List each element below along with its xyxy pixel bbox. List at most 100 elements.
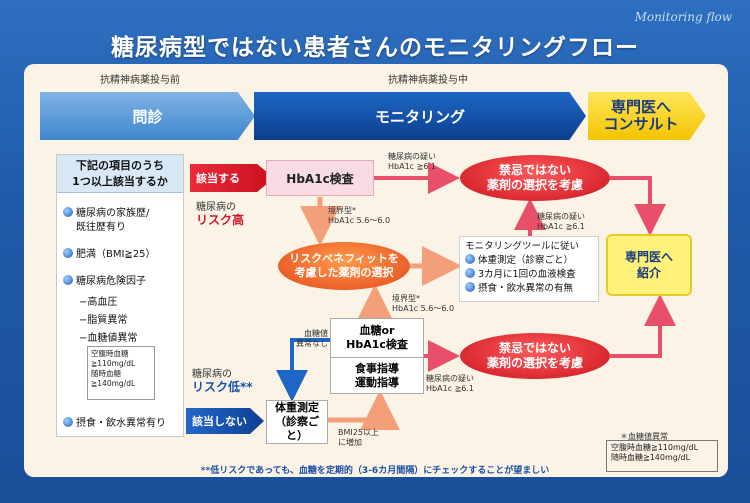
risk-benefit-l1: リスクベネフィットを xyxy=(289,252,399,265)
criteria-risk1: −高血圧 xyxy=(79,297,118,308)
criteria-family-l1: 糖尿病の家族歴/ xyxy=(76,208,150,219)
hba1c-test-box: HbA1c検査 xyxy=(266,160,374,196)
phase-consult: 専門医へコンサルト xyxy=(588,92,706,140)
specialist-l1: 専門医へ xyxy=(624,250,673,264)
criteria-header-l2: 1つ以上該当するか xyxy=(72,175,168,188)
diab-suspect-top-l2: HbA1c ≧6.1 xyxy=(388,162,437,171)
borderline-bottom: 境界型* HbA1c 5.6〜6.0 xyxy=(392,294,454,314)
header-during: 抗精神病薬投与中 xyxy=(388,75,468,86)
criteria-bmi: 肥満（BMI≧25） xyxy=(63,248,156,262)
criteria-risk3: −血糖値異常 xyxy=(79,333,138,344)
blood-l2: HbA1c検査 xyxy=(346,338,408,351)
bullet-icon xyxy=(465,282,475,292)
criteria-eating: 摂食・飲水異常有り xyxy=(63,417,166,431)
risk-benefit-l2: 考慮した薬剤の選択 xyxy=(294,266,394,279)
legend-head: ＊血糖値異常 xyxy=(620,432,668,441)
fasting-l2: ≧110mg/dL xyxy=(91,359,136,368)
contra-bottom-l2: 薬剤の選択を考慮 xyxy=(486,356,583,370)
glucose-threshold-box: 空腹時血糖 ≧110mg/dL 随時血糖 ≧140mg/dL xyxy=(87,346,155,400)
bmi-increase-label: BMI25以上 に増加 xyxy=(338,428,379,448)
arrow-contra2-to-specialist xyxy=(610,294,676,358)
bullet-icon xyxy=(465,254,475,264)
legend-l1: 空腹時血糖≧110mg/dL xyxy=(611,443,699,452)
monitor-item-1: 体重測定（診察ごと） xyxy=(465,254,593,268)
diab-suspect-mid: 糖尿病の疑い HbA1c ≧6.1 xyxy=(537,212,585,232)
footnote: **低リスクであっても、血糖を定期的（3-6カ月間隔）にチェックすることが望まし… xyxy=(200,466,550,476)
monitor-head: モニタリングツールに従い xyxy=(465,241,580,252)
criteria-header: 下記の項目のうち 1つ以上該当するか xyxy=(57,155,183,193)
arrow-blood-to-weight xyxy=(276,338,330,402)
phase-interview: 問診 xyxy=(40,92,255,140)
monitor-item-1-text: 体重測定（診察ごと） xyxy=(478,255,574,266)
diab-suspect-bottom-l2: HbA1c ≧6.1 xyxy=(426,384,475,393)
diab-suspect-bottom: 糖尿病の疑い HbA1c ≧6.1 xyxy=(426,374,474,394)
specialist-referral-box: 専門医へ紹介 xyxy=(606,234,692,296)
monitor-item-3-text: 摂食・飲水異常の有無 xyxy=(478,283,574,294)
contra-bottom-l1: 禁忌ではない xyxy=(498,341,571,355)
contra-top-l2: 薬剤の選択を考慮 xyxy=(486,178,583,192)
diet-exercise-box: 食事指導運動指導 xyxy=(330,358,424,394)
glucose-ok-l1: 血糖値 xyxy=(304,329,328,338)
blood-l1: 血糖or xyxy=(359,324,395,337)
criteria-eating-text: 摂食・飲水異常有り xyxy=(76,418,166,429)
criteria-bmi-text: 肥満（BMI≧25） xyxy=(76,249,156,260)
legend-l2: 随時血糖≧140mg/dL xyxy=(611,453,691,462)
criteria-family-l2: 既往歴有り xyxy=(76,222,126,233)
subtitle: Monitoring flow xyxy=(634,10,732,24)
borderline-bottom-l2: HbA1c 5.6〜6.0 xyxy=(392,304,455,313)
bmi-increase-l1: BMI25以上 xyxy=(338,428,379,437)
diab-suspect-top-l1: 糖尿病の疑い xyxy=(388,152,436,161)
criteria-risk2: −脂質異常 xyxy=(79,315,128,326)
contra-top-l1: 禁忌ではない xyxy=(498,163,571,177)
criteria-risk-head-text: 糖尿病危険因子 xyxy=(76,276,146,287)
diab-suspect-top: 糖尿病の疑い HbA1c ≧6.1 xyxy=(388,152,436,172)
bullet-icon xyxy=(465,268,475,278)
glucose-ok-l2: 異常なし xyxy=(296,339,328,348)
weight-measure-box: 体重測定（診察ごと） xyxy=(266,400,328,444)
glucose-ok-label: 血糖値 異常なし xyxy=(296,329,328,349)
diet-l1: 食事指導 xyxy=(355,361,399,375)
diab-suspect-mid-l1: 糖尿病の疑い xyxy=(537,212,585,221)
borderline-top-l2: HbA1c 5.6〜6.0 xyxy=(328,216,391,225)
bullet-icon xyxy=(63,417,73,427)
monitor-item-2: 3カ月に1回の血液検査 xyxy=(465,268,593,282)
low-risk-prefix: 糖尿病の xyxy=(192,369,232,380)
bullet-icon xyxy=(63,275,73,285)
contra-node-top: 禁忌ではない薬剤の選択を考慮 xyxy=(460,155,610,201)
arrow-contra-to-specialist xyxy=(610,176,666,236)
monitor-item-2-text: 3カ月に1回の血液検査 xyxy=(478,269,576,280)
monitor-item-3: 摂食・飲水異常の有無 xyxy=(465,282,593,296)
arrow-weight-to-diet xyxy=(328,390,400,430)
fasting-l1: 空腹時血糖 xyxy=(91,349,129,358)
bullet-icon xyxy=(63,207,73,217)
random-l1: 随時血糖 xyxy=(91,369,121,378)
bullet-icon xyxy=(63,248,73,258)
phase-monitoring: モニタリング xyxy=(254,92,586,140)
low-risk-label: リスク低** xyxy=(192,380,253,394)
borderline-bottom-l1: 境界型* xyxy=(392,294,420,303)
criteria-header-l1: 下記の項目のうち xyxy=(76,159,164,172)
legend-box: 空腹時血糖≧110mg/dL 随時血糖≧140mg/dL xyxy=(606,440,718,472)
applicable-badge: 該当する xyxy=(190,164,274,192)
borderline-top-l1: 境界型* xyxy=(328,206,356,215)
header-before: 抗精神病薬投与前 xyxy=(100,75,180,86)
high-risk-label: リスク高 xyxy=(196,213,245,227)
diab-suspect-bottom-l1: 糖尿病の疑い xyxy=(426,374,474,383)
page-title: 糖尿病型ではない患者さんのモニタリングフロー xyxy=(111,35,639,61)
borderline-top: 境界型* HbA1c 5.6〜6.0 xyxy=(328,206,390,226)
random-l2: ≧140mg/dL xyxy=(91,379,136,388)
weight-l1: 体重測定 xyxy=(275,401,319,414)
specialist-l2: 紹介 xyxy=(636,266,661,280)
contra-node-bottom: 禁忌ではない薬剤の選択を考慮 xyxy=(460,333,610,379)
diet-l2: 運動指導 xyxy=(355,375,399,389)
not-applicable-badge: 該当しない xyxy=(186,408,264,434)
phase-consult-l1: 専門医へ xyxy=(610,98,671,116)
criteria-card: 下記の項目のうち 1つ以上該当するか 糖尿病の家族歴/ 既往歴有り 肥満（BMI… xyxy=(56,154,184,437)
diab-suspect-mid-l2: HbA1c ≧6.1 xyxy=(537,222,586,231)
bmi-increase-l2: に増加 xyxy=(338,438,362,447)
criteria-family: 糖尿病の家族歴/ 既往歴有り xyxy=(63,207,149,235)
phase-consult-l2: コンサルト xyxy=(603,115,679,133)
